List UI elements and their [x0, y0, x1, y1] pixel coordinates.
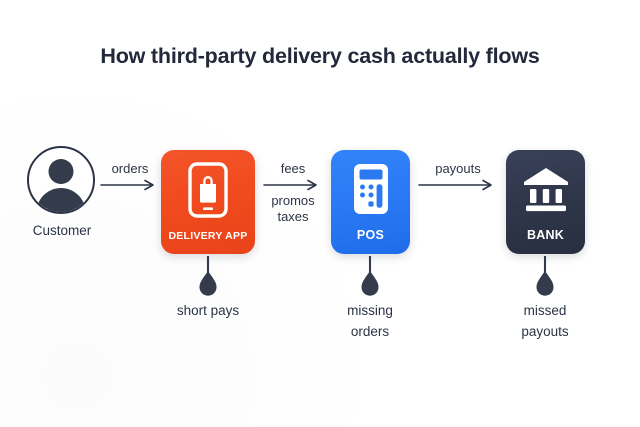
arrow-fees-label-above: fees — [280, 161, 306, 176]
node-bank: BANK — [506, 150, 585, 254]
arrow-orders-label-above: orders — [111, 161, 149, 176]
arrow-payouts-label-above: payouts — [435, 161, 481, 176]
person-avatar-icon — [27, 146, 95, 214]
arrow-payouts-line — [418, 179, 492, 191]
droplet-leak-icon — [361, 256, 379, 296]
arrow-orders: orders — [100, 161, 160, 193]
node-customer: Customer — [27, 146, 99, 238]
arrow-fees-line — [263, 179, 317, 191]
arrow-fees-label-below-2: taxes — [277, 208, 309, 224]
leak-bank-label-1: missed — [523, 303, 567, 318]
droplet-leak-icon — [536, 256, 554, 296]
phone-shopping-bag-icon — [161, 150, 255, 230]
arrow-payouts: payouts — [410, 161, 506, 193]
leak-bank-label-2: payouts — [521, 324, 569, 340]
node-bank-label: BANK — [526, 228, 565, 242]
leak-pos: missing orders — [310, 256, 430, 340]
arrow-fees: fees promos taxes — [255, 161, 331, 225]
leak-delivery-app-label-1: short pays — [176, 303, 240, 318]
calculator-card-reader-icon — [331, 150, 410, 228]
arrow-fees-label-below-1: promos — [271, 192, 315, 208]
arrow-orders-line — [100, 179, 154, 191]
node-pos: POS — [331, 150, 410, 254]
leak-pos-label-2: orders — [350, 324, 390, 340]
leak-bank: missed payouts — [485, 256, 605, 340]
phone-shopping-bag-glyph — [188, 162, 228, 218]
bank-building-glyph — [523, 168, 568, 212]
avatar-body-shape — [36, 188, 86, 212]
avatar-head-shape — [48, 159, 74, 184]
page-title: How third-party delivery cash actually f… — [100, 44, 540, 68]
node-delivery-app: DELIVERY APP — [161, 150, 255, 254]
bank-building-icon — [506, 150, 585, 228]
droplet-leak-icon — [199, 256, 217, 296]
leak-delivery-app: short pays — [148, 256, 268, 324]
calculator-glyph — [353, 164, 388, 214]
node-customer-label: Customer — [32, 223, 92, 238]
node-pos-label: POS — [356, 228, 385, 242]
leak-pos-label-1: missing — [347, 303, 393, 318]
node-delivery-app-label: DELIVERY APP — [168, 230, 248, 242]
